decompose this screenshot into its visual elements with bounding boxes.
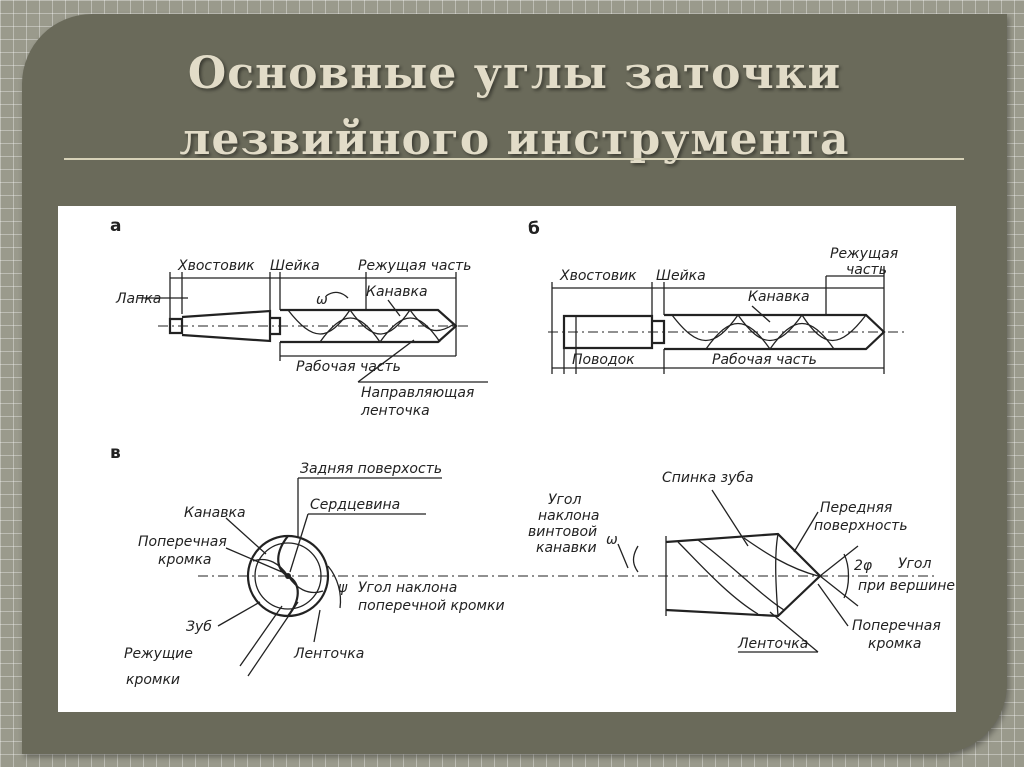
slide-title-line-1: Основные углы заточки: [187, 48, 842, 99]
label-kanavka-b: Канавка: [748, 289, 810, 305]
label-rabochaya-chast-a: Рабочая часть: [296, 359, 401, 375]
label-rezhushchaya-chast-a: Режущая часть: [358, 258, 472, 274]
label-pri-vershine: при вершине: [858, 578, 955, 594]
label-rabochaya-chast-b: Рабочая часть: [712, 352, 817, 368]
label-poverkhnost: поверхность: [814, 518, 908, 534]
label-omega-a: ω: [316, 292, 328, 308]
label-poperechnoy-kromki: поперечной кромки: [358, 598, 505, 614]
label-ugol-r: Угол: [548, 492, 581, 508]
label-sheika-b: Шейка: [656, 268, 706, 284]
label-povodok-b: Поводок: [572, 352, 635, 368]
label-poperechnaya-v: Поперечная: [138, 534, 227, 550]
label-lentochka-a: ленточка: [360, 403, 430, 419]
label-kromka-v: кромка: [158, 552, 212, 568]
label-khvostovik-a: Хвостовик: [177, 258, 255, 274]
label-omega-r: ω: [606, 532, 618, 548]
label-napravlyayushchaya-a: Направляющая: [361, 385, 474, 401]
drill-tip-leaders: [617, 489, 859, 653]
label-ugol-naklona-v: Угол наклона: [358, 580, 457, 596]
label-lentochka-r: Ленточка: [737, 636, 808, 652]
label-zub: Зуб: [186, 619, 212, 635]
slide-frame: Основные углы заточки лезвийного инструм…: [22, 14, 1007, 754]
drill-a-dimensions: [138, 272, 488, 383]
title-underline: [64, 158, 964, 160]
label-poperechnaya-r: Поперечная: [852, 618, 941, 634]
drill-diagram: а: [58, 206, 956, 712]
label-zadnyaya-poverkhnost: Задняя поверхость: [300, 461, 442, 477]
slide-title-line-2: лезвийного инструмента: [179, 114, 850, 165]
panel-label-v: в: [110, 443, 121, 463]
label-rezhushchaya-b: Режущая: [830, 246, 898, 262]
label-chast-b: часть: [846, 262, 887, 278]
label-perednyaya: Передняя: [820, 500, 892, 516]
label-rezhushchie: Режущие: [124, 646, 193, 662]
label-serdtsevina: Сердцевина: [310, 497, 400, 513]
label-kanavki-r: канавки: [536, 540, 597, 556]
label-khvostovik-b: Хвостовик: [559, 268, 637, 284]
drill-b-drawing: [548, 313, 908, 351]
label-lapka-a: Лапка: [115, 291, 161, 307]
label-sheika-a: Шейка: [270, 258, 320, 274]
label-kanavka-a: Канавка: [366, 284, 428, 300]
panel-label-a: а: [110, 216, 121, 236]
drill-a-drawing: [158, 308, 470, 344]
label-ugol2-r: Угол: [898, 556, 931, 572]
label-kromki: кромки: [126, 672, 180, 688]
label-spinka-zuba: Спинка зуба: [662, 470, 754, 486]
label-psi: ψ: [338, 580, 348, 596]
drill-b-dimensions: [551, 266, 885, 374]
label-kanavka-v: Канавка: [184, 505, 246, 521]
label-kromka-r: кромка: [868, 636, 922, 652]
label-vintovoy-r: винтовой: [528, 524, 597, 540]
label-two-phi: 2φ: [854, 558, 873, 574]
cross-section-leaders: [217, 477, 442, 677]
panel-label-b: б: [528, 219, 540, 239]
label-naklona-r: наклона: [538, 508, 599, 524]
drill-diagram-svg: а: [110, 216, 955, 688]
label-lentochka-v: Ленточка: [293, 646, 364, 662]
